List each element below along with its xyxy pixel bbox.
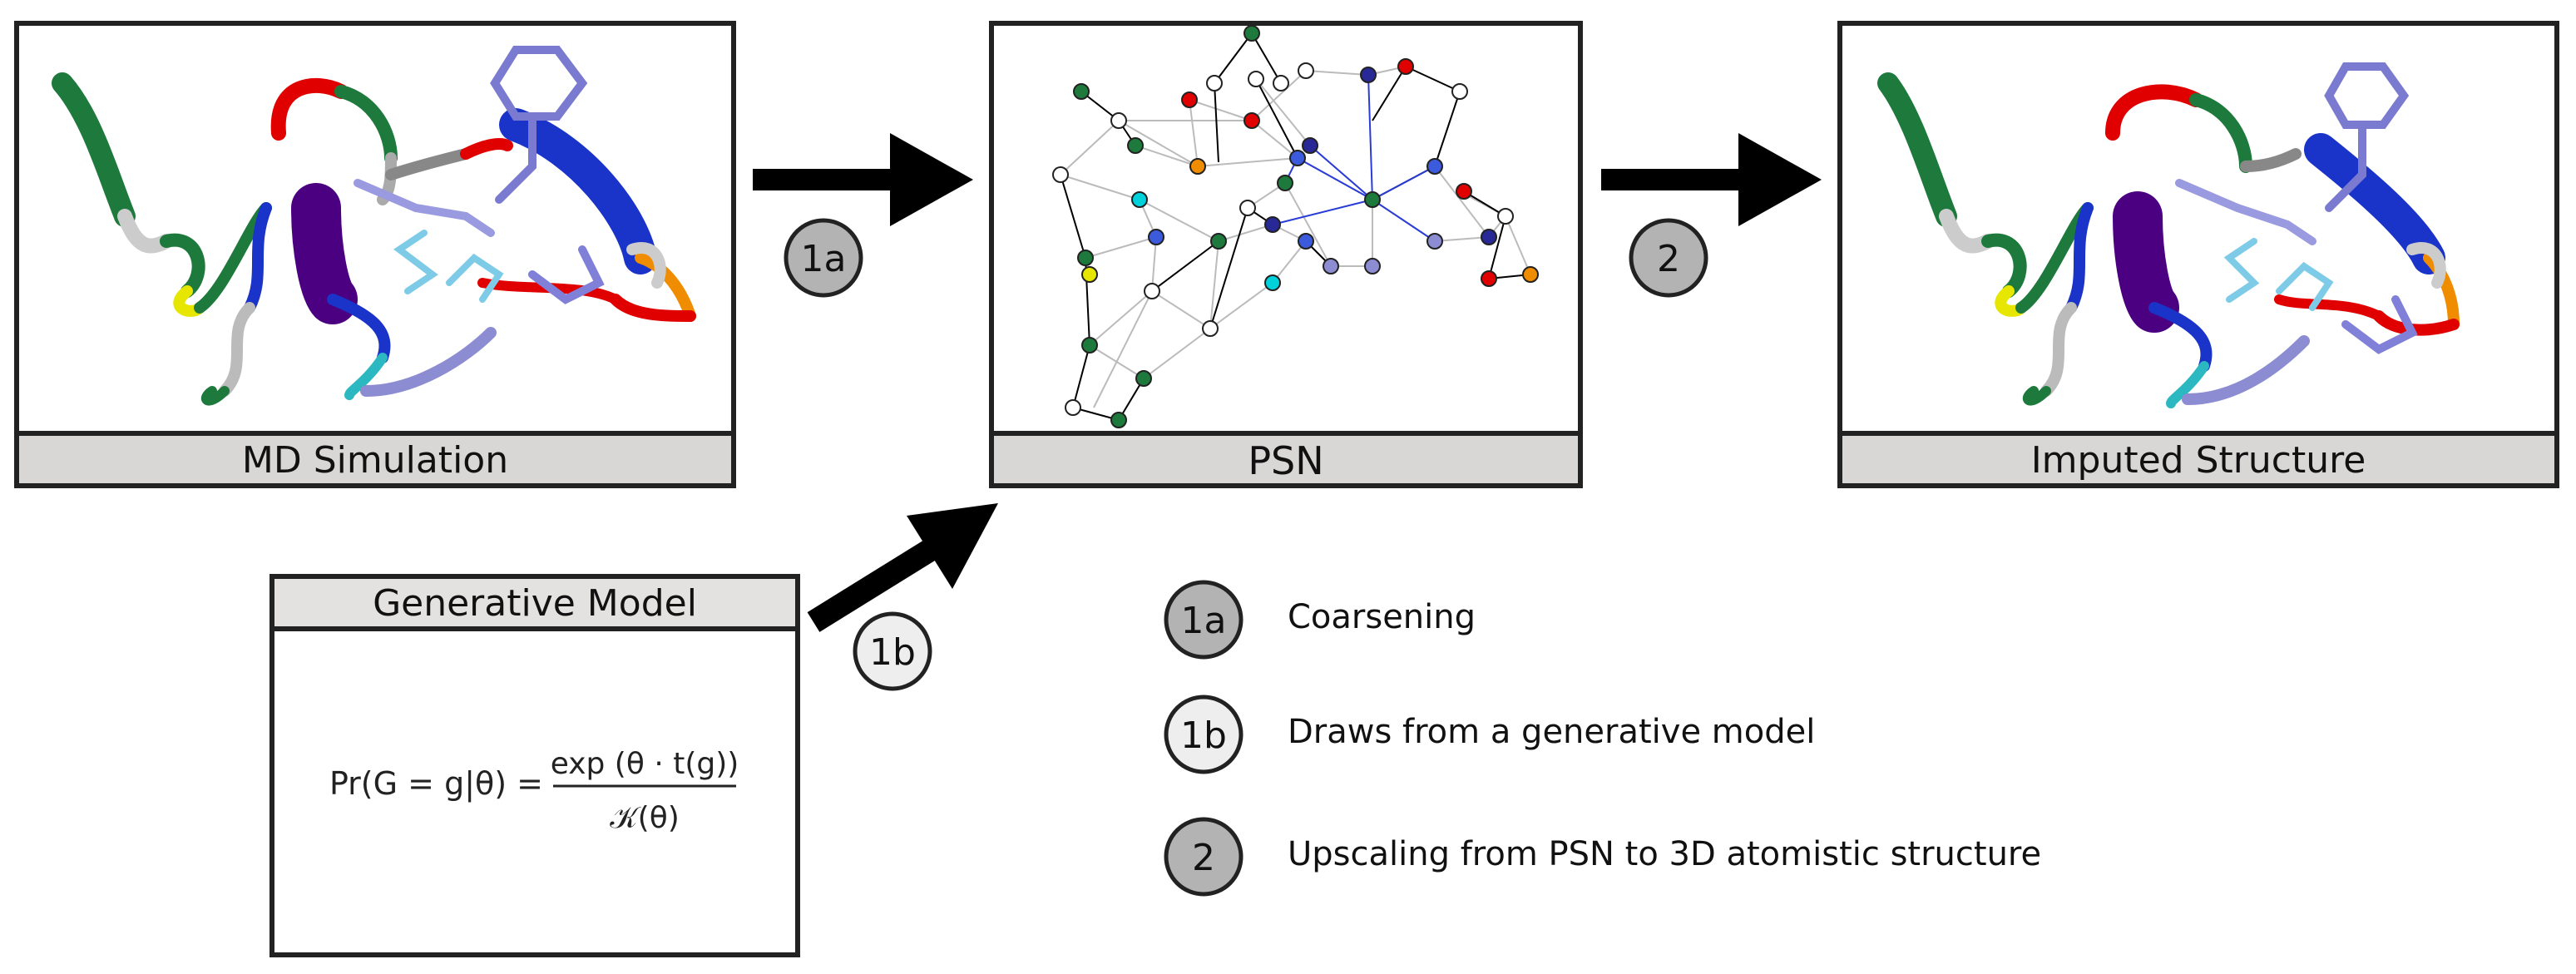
imputed-structure-label: Imputed Structure xyxy=(2031,439,2366,482)
generative-model-panel: Generative Model Pr(G = g|θ) = exp (θ · … xyxy=(269,574,800,957)
arrow-1a xyxy=(753,133,973,226)
protein-structure-image xyxy=(52,46,696,406)
generative-model-formula: Pr(G = g|θ) = exp (θ · t(g)) 𝒦(θ) xyxy=(329,747,739,835)
svg-text:2: 2 xyxy=(1192,837,1215,879)
md-simulation-label: MD Simulation xyxy=(242,439,508,482)
svg-text:Pr(G = g|θ) =: Pr(G = g|θ) = xyxy=(329,765,543,803)
svg-text:1b: 1b xyxy=(869,631,916,674)
generative-model-label: Generative Model xyxy=(373,582,697,625)
md-simulation-panel: MD Simulation xyxy=(14,21,736,488)
step-1a-badge: 1a xyxy=(784,218,863,298)
legend-text-1a: Coarsening xyxy=(1288,598,1476,636)
svg-text:exp (θ · t(g)): exp (θ · t(g)) xyxy=(551,747,739,781)
legend-item-2: 2 Upscaling from PSN to 3D atomistic str… xyxy=(1164,817,2041,897)
step-1b-badge: 1b xyxy=(853,611,932,691)
legend-item-1a: 1a Coarsening xyxy=(1164,580,1476,660)
legend-item-1b: 1b Draws from a generative model xyxy=(1164,695,1815,774)
arrow-2 xyxy=(1601,133,1822,226)
svg-text:1b: 1b xyxy=(1180,714,1227,757)
legend: 1a Coarsening 1b Draws from a generative… xyxy=(1164,580,2041,897)
psn-network-graph xyxy=(1052,25,1539,428)
legend-text-1b: Draws from a generative model xyxy=(1288,713,1815,751)
svg-text:𝒦(θ): 𝒦(θ) xyxy=(610,801,680,835)
svg-text:1a: 1a xyxy=(1181,600,1227,642)
psn-panel: PSN xyxy=(989,21,1583,488)
svg-text:2: 2 xyxy=(1657,238,1680,280)
legend-text-2: Upscaling from PSN to 3D atomistic struc… xyxy=(1288,835,2041,873)
imputed-structure-image xyxy=(1877,62,2460,408)
imputed-structure-panel: Imputed Structure xyxy=(1837,21,2559,488)
arrow-1b xyxy=(807,503,998,632)
psn-label: PSN xyxy=(1248,438,1323,483)
step-2-badge: 2 xyxy=(1629,218,1708,298)
svg-text:1a: 1a xyxy=(801,238,847,280)
